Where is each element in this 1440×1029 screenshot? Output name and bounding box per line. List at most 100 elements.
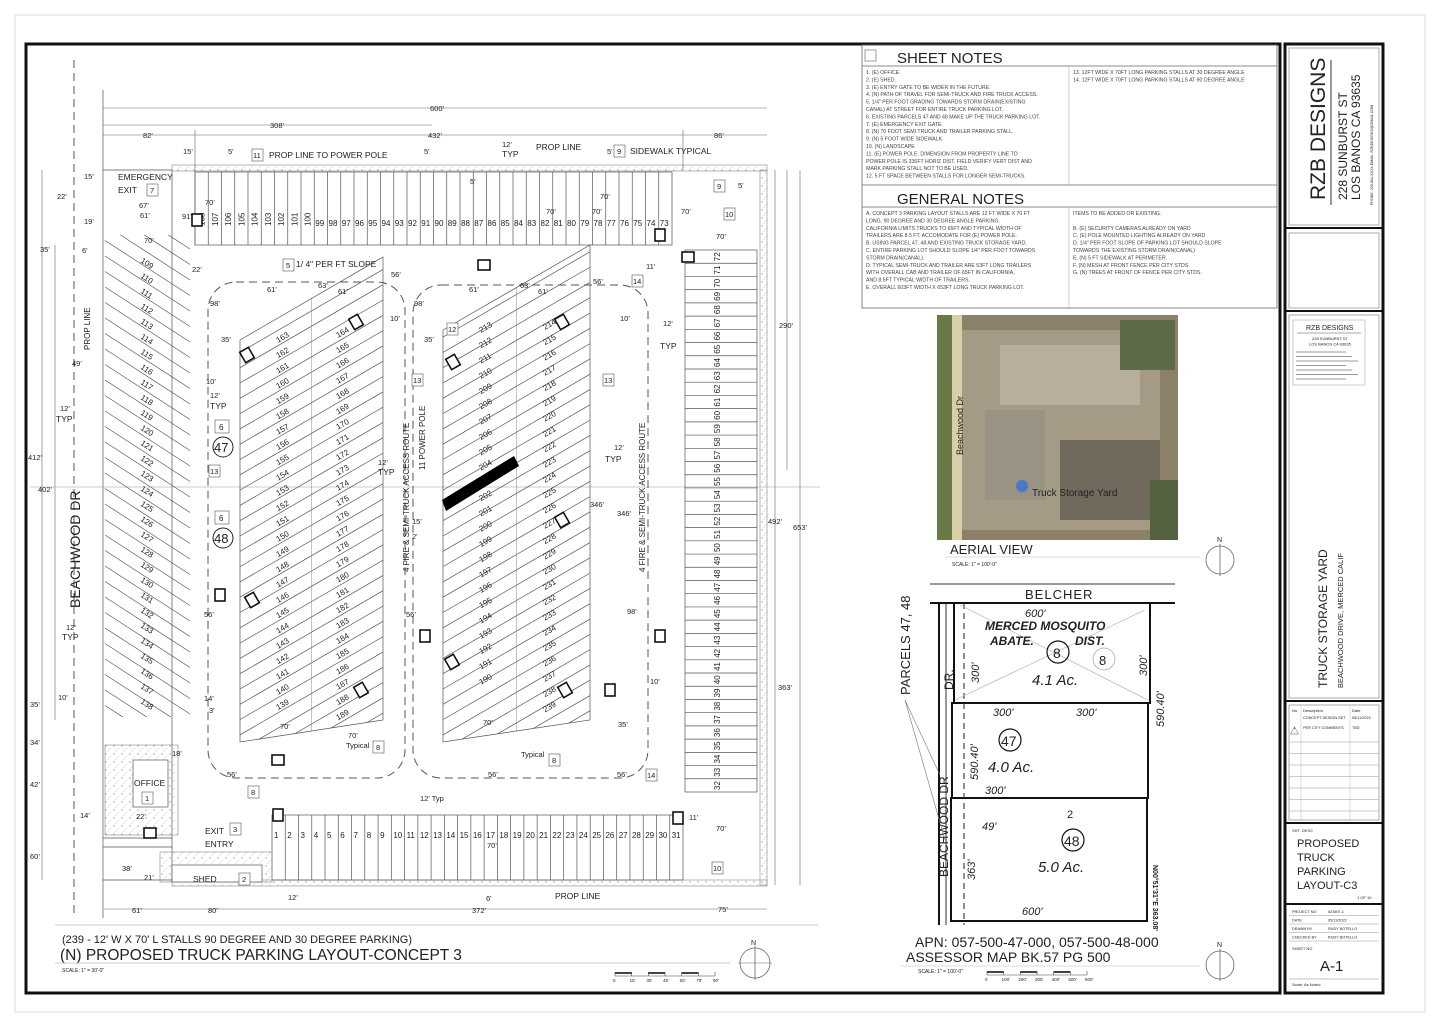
plan-annotation: 70' [144,236,154,245]
stall-number: 63 [713,371,722,380]
stall-number: 231 [542,577,559,592]
scale-segment [615,972,632,974]
stall-number: 60 [713,410,722,419]
stall-number: 199 [478,534,495,549]
plan-annotation: PROP LINE [536,142,582,152]
revision-header: Description [1303,708,1323,713]
note-tag: 8 [247,785,260,799]
stall-number: 84 [514,219,523,228]
plan-annotation: 5' [738,181,744,190]
stall-number: 149 [275,544,292,559]
stall-number: 225 [542,485,559,500]
note-line: 7. (E) EMERGENCY EXIT GATE. [866,122,943,128]
stall-number: 49 [713,556,722,565]
page-edge [14,14,1426,1013]
stamp-address: LOS BANOS CA 93635 [1309,342,1352,347]
truck-icon [191,213,203,227]
scale-tick-label: 0 [613,978,616,983]
plan-annotation: 653' [793,523,808,532]
stall-divider [105,627,190,684]
stall-number: 130 [139,575,156,590]
stall-number: 152 [275,498,292,513]
stall-divider [105,565,190,622]
plan-annotation: TYP [378,467,395,477]
stall-number: 28 [632,831,641,840]
stall-number: 94 [382,219,391,228]
stall-divider [105,674,172,717]
access-route-label-west: 4 FIRE & SEMI-TRUCK ACCESS ROUTE [402,423,411,572]
note-tag: 13 [208,464,221,478]
truck-icon [654,629,666,643]
stall-number: 96 [355,219,364,228]
note-line: LONG, 90 DEGREE AND 30 DEGREE ANGLE PARK… [866,218,1000,224]
plan-annotation: TYP [210,401,227,411]
parcel-tag: 6 [219,514,224,523]
stall-number: 138 [139,697,156,712]
plan-annotation: ENTRY [205,839,234,849]
truck-cab [604,683,616,697]
stall-divider [167,235,190,250]
stall-number: 76 [620,219,629,228]
stall-number: 34 [713,754,722,763]
stall-number: 87 [474,219,483,228]
note-line: D. TYPICAL SEMI-TRUCK AND TRAILER ARE 53… [866,263,1032,269]
plan-annotation: 21' [144,873,154,882]
stall-number: 13 [433,831,442,840]
stall-number: 111 [139,287,155,301]
plan-annotation: 35' [618,720,628,729]
street-dr: DR. [942,669,956,690]
stall-number: 158 [275,406,292,421]
revision-delta-icon [1290,726,1299,735]
truck-icon [604,683,616,697]
sheet-title-line: TRUCK [1297,852,1336,864]
stall-number: 95 [368,219,377,228]
plan-annotation: 86' [714,131,724,140]
truck-icon [419,629,431,643]
stall-divider [105,333,190,389]
stall-number: 184 [335,631,352,646]
sidewalk-east [759,169,768,886]
stall-number: 208 [478,396,495,411]
stall-number: 72 [713,252,722,261]
stall-number: 52 [713,516,722,525]
note-line: C. (E) POLE MOUNTED LIGHTING ALREADY ON … [1073,233,1206,239]
stall-number: 132 [139,606,156,621]
plan-annotation: 5' [607,147,613,156]
truck-cab [654,629,666,643]
stall-number: 189 [335,707,352,722]
plan-annotation: 70' [205,198,215,207]
checkbox-icon [864,49,877,62]
info-value: #23607-1 [1328,910,1344,914]
truck-icon [238,346,256,364]
stall-divider [443,757,590,842]
note-tag-box [251,148,264,162]
stall-number: 10 [393,831,402,840]
general-notes-title: GENERAL NOTES [897,191,1024,208]
note-tag-number: 13 [413,376,421,385]
truck-icon [654,228,666,242]
plan-annotation: 70' [716,232,726,241]
stamp-fine-print [1296,351,1358,380]
truck-icon [553,511,571,529]
plan-subtitle: (239 - 12' W X 70' L STALLS 90 DEGREE AN… [62,934,412,946]
plan-annotation: 308' [270,121,285,130]
note-line: 6. EXISTING PARCELS 47 AND 48 MAKE UP TH… [866,114,1040,120]
dim: 300' [970,662,982,683]
parcel-47 [951,702,1149,799]
note-line: AND 8.5FT TYPICAL WIDTH OF TRAILERS. [866,278,970,284]
stall-number: 16 [473,831,482,840]
stall-number: 168 [335,386,352,401]
dim: 600' [1022,906,1043,918]
drive-aisle-loop-east [412,284,649,779]
lot-outline-west [103,169,173,881]
note-line: ITEMS TO BE ADDED OR EXISTING. [1073,211,1161,217]
stall-number: 230 [542,562,559,577]
general-notes-right: ITEMS TO BE ADDED OR EXISTING.B. (E) SEC… [1073,211,1222,276]
stall-number: 173 [335,463,352,478]
scale-tick-label: 75' [696,978,702,983]
note-tag-box [247,785,260,799]
aerial-yard-area [1000,345,1140,405]
